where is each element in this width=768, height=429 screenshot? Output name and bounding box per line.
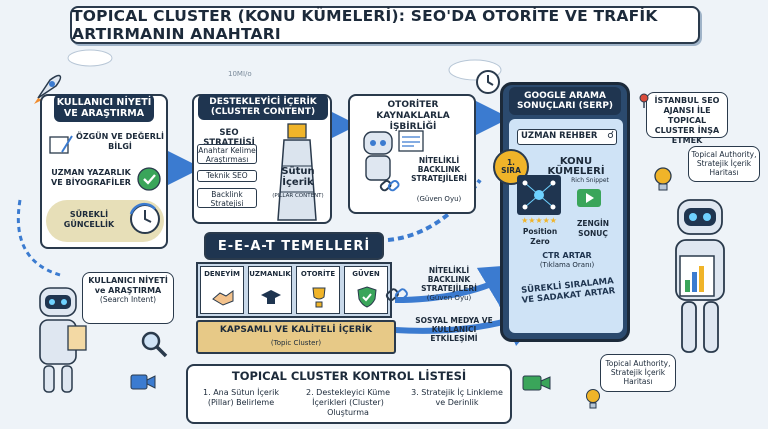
collab-box: OTORİTER KAYNAKLARLA İŞBİRLİĞİ NİTELİKLİ… xyxy=(348,94,476,214)
intent-header: KULLANICI NİYETİ VE ARAŞTIRMA xyxy=(54,94,154,122)
mid-backlinks: NİTELİKLİ BACKLINK STRATEJİLERİ xyxy=(421,266,477,293)
eeat-item-3: OTORİTE xyxy=(300,270,336,278)
search-icon[interactable]: ☌ xyxy=(607,130,614,141)
eeat-item-1: DENEYİM xyxy=(204,270,240,278)
intent-box: KULLANICI NİYETİ VE ARAŞTIRMA ÖZGÜN VE D… xyxy=(40,94,168,249)
eeat-pillar-experience: DENEYİM xyxy=(200,266,244,314)
video-camera-icon xyxy=(522,372,552,394)
pillar-subtitle: (PILLAR CONTENT) xyxy=(272,193,324,199)
intent-item-2: UZMAN YAZARLIK VE BİYOGRAFİLER xyxy=(51,168,131,187)
star-rating-icon: ★★★★★ xyxy=(521,216,557,225)
search-input[interactable]: UZMAN REHBER ☌ xyxy=(517,129,617,145)
book-subtitle: (Topic Cluster) xyxy=(270,339,322,347)
badge-check-icon xyxy=(136,166,162,192)
checklist-item-1: 1. Ana Sütun İçerik (Pillar) Belirleme xyxy=(203,388,279,407)
ctr-sub: (Tıklama Oranı) xyxy=(539,261,595,269)
lighthouse-icon xyxy=(266,120,328,224)
refresh-clock-icon xyxy=(128,202,162,236)
strategy-item-technical: Teknik SEO xyxy=(197,170,257,182)
eeat-item-4: GÜVEN xyxy=(352,270,380,278)
eeat-pillar-expertise: UZMANLIK xyxy=(248,266,292,314)
checklist-item-3: 3. Stratejik İç Linkleme ve Derinlik xyxy=(411,388,503,407)
handshake-icon xyxy=(211,285,235,309)
robot-icon xyxy=(356,130,400,188)
left-robot-note: KULLANICI NİYETİ ve ARAŞTIRMA (Search In… xyxy=(82,272,174,324)
support-header: DESTEKLEYİCİ İÇERİK (CLUSTER CONTENT) xyxy=(198,94,328,120)
authority-note-bottom: Topical Authority, Stratejik İçerik Hari… xyxy=(600,354,676,392)
rich-snippet-label: Rich Snippet xyxy=(571,177,609,184)
serp-screen xyxy=(509,119,623,333)
book-title: KAPSAMLI VE KALİTELİ İÇERİK xyxy=(219,325,373,335)
collab-vote: (Güven Oyu) xyxy=(416,195,462,203)
robot-with-clipboard xyxy=(30,286,92,396)
chain-link-icon xyxy=(385,284,408,306)
speed-label: 10MI/o xyxy=(228,70,252,78)
lightbulb-icon xyxy=(652,166,674,192)
rich-result: ZENGİN SONUÇ xyxy=(576,219,610,238)
intent-item-3: SÜREKLİ GÜNCELLİK xyxy=(63,210,115,229)
rank-medal: 1. SIRA xyxy=(493,149,529,185)
collab-header: OTORİTER KAYNAKLARLA İŞBİRLİĞİ xyxy=(376,100,450,132)
serp-phone: GOOGLE ARAMA SONUÇLARI (SERP) UZMAN REHB… xyxy=(493,82,630,342)
checklist-box: TOPICAL CLUSTER KONTROL LİSTESİ 1. Ana S… xyxy=(186,364,512,424)
mid-vote: (Güven Oyu) xyxy=(426,294,472,302)
ctr-label: CTR ARTAR xyxy=(542,251,592,260)
checklist-item-2: 2. Destekleyici Küme İçerikleri (Cluster… xyxy=(305,388,390,417)
support-box: DESTEKLEYİCİ İÇERİK (CLUSTER CONTENT) SE… xyxy=(192,94,332,224)
eeat-item-2: UZMANLIK xyxy=(249,270,291,278)
quill-icon xyxy=(48,134,74,156)
eeat-pillar-trust: GÜVEN xyxy=(344,266,388,314)
lightbulb-icon xyxy=(584,388,602,410)
serp-header: GOOGLE ARAMA SONUÇLARI (SERP) xyxy=(509,87,621,115)
robot-holding-chart xyxy=(660,196,740,364)
video-play-icon xyxy=(577,189,601,207)
left-robot-note-text: KULLANICI NİYETİ ve ARAŞTIRMA xyxy=(88,276,168,295)
eeat-pillar-authority: OTORİTE xyxy=(296,266,340,314)
checklist-header: TOPICAL CLUSTER KONTROL LİSTESİ xyxy=(231,369,467,383)
chain-link-icon xyxy=(379,176,400,196)
document-icon xyxy=(398,130,424,152)
eeat-header: E-E-A-T TEMELLERİ xyxy=(217,238,371,254)
network-graphic xyxy=(517,175,561,215)
serp-result-title[interactable]: KONU KÜMELERİ xyxy=(547,156,605,177)
page-title: TOPICAL CLUSTER (KONU KÜMELERİ): SEO'DA … xyxy=(70,6,700,44)
search-text: UZMAN REHBER xyxy=(521,131,598,141)
trophy-icon xyxy=(307,285,331,309)
video-camera-icon xyxy=(130,372,156,392)
graduation-cap-icon xyxy=(259,285,283,309)
left-robot-note-sub: (Search Intent) xyxy=(99,295,157,304)
position-zero: Position Zero xyxy=(522,227,558,246)
mid-social: SOSYAL MEDYA VE KULLANICI ETKİLEŞİMİ xyxy=(415,316,493,343)
rank-label: 1. SIRA xyxy=(501,157,521,175)
eeat-header-bar: E-E-A-T TEMELLERİ xyxy=(204,232,384,260)
magnifier-icon xyxy=(140,330,168,358)
strategy-label: SEO STRATEJİSİ xyxy=(203,128,255,148)
collab-backlinks: NİTELİKLİ BACKLINK STRATEJİLERİ xyxy=(411,156,467,183)
istanbul-note: İSTANBUL SEO AJANSI İLE TOPICAL CLUSTER … xyxy=(646,92,728,145)
content-book: KAPSAMLI VE KALİTELİ İÇERİK (Topic Clust… xyxy=(196,320,396,354)
strategy-item-backlink: Backlink Stratejisi xyxy=(197,188,257,208)
pin-icon xyxy=(636,92,652,108)
clock-icon xyxy=(474,68,502,96)
shield-check-icon xyxy=(355,285,379,309)
intent-item-1: ÖZGÜN VE DEĞERLİ BİLGİ xyxy=(76,132,164,151)
pillar-title: Sütun İçerik xyxy=(281,166,315,188)
authority-note-top: Topical Authority, Stratejik İçerik Hari… xyxy=(688,146,760,182)
strategy-item-keyword: Anahtar Kelime Araştırması xyxy=(197,144,257,164)
